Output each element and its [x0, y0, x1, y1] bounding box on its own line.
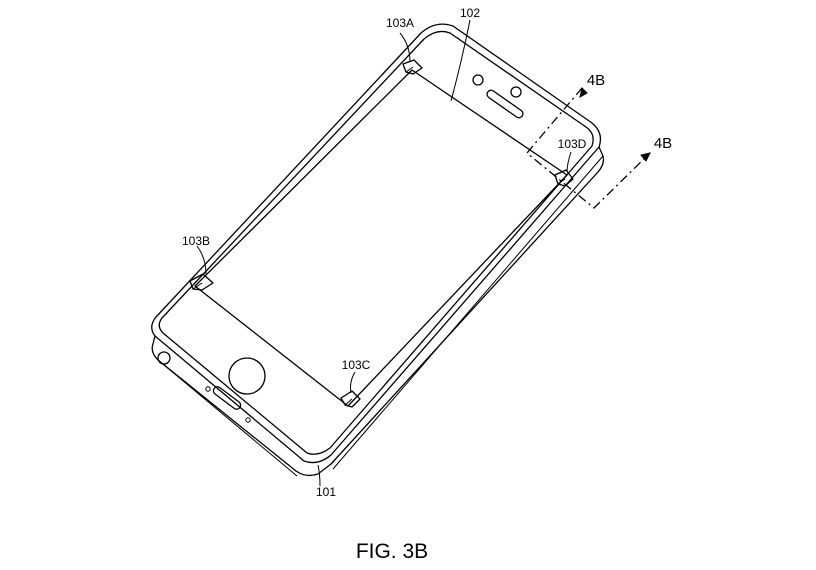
label-102: 102 [460, 6, 480, 20]
display-panel [194, 69, 568, 407]
label-103c: 103C [342, 358, 371, 372]
label-103d: 103D [558, 137, 587, 151]
label-103b: 103B [182, 234, 210, 248]
home-button [228, 357, 266, 395]
clip-103b [189, 273, 214, 291]
proximity-sensor [510, 86, 522, 98]
speaker-hole [245, 417, 251, 423]
phone-housing [151, 23, 605, 477]
label-section-4b-top: 4B [587, 72, 605, 89]
figure-caption: FIG. 3B [356, 540, 428, 563]
speaker-hole [205, 386, 211, 392]
clip-103d [554, 169, 574, 187]
section-line-4b [526, 87, 651, 209]
charging-port [212, 386, 242, 410]
clip-103c [340, 390, 361, 408]
leader-lines [196, 19, 572, 487]
front-camera [472, 74, 484, 86]
label-101: 101 [316, 485, 336, 499]
earpiece [486, 89, 524, 119]
clip-103a [402, 59, 423, 75]
label-103a: 103A [386, 16, 414, 30]
headphone-jack [157, 351, 171, 365]
label-section-4b-right: 4B [654, 135, 672, 152]
